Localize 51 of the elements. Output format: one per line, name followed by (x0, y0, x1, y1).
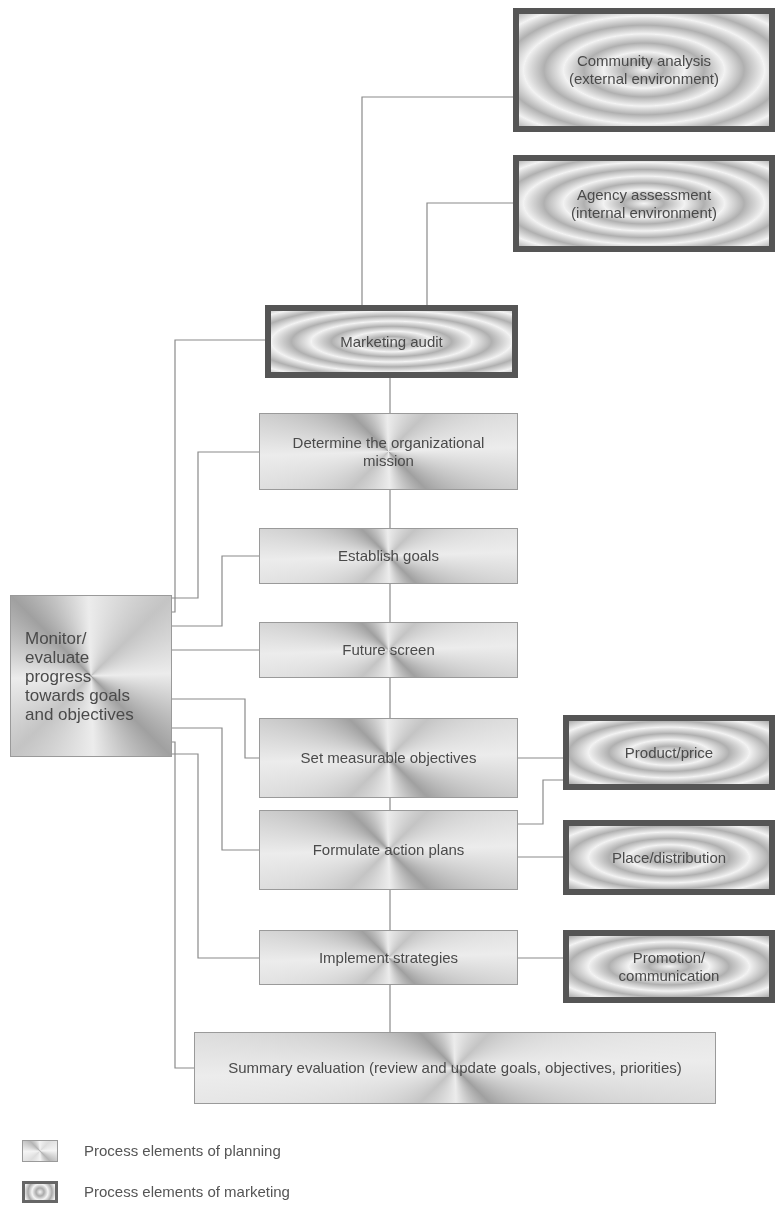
legend-label: Process elements of planning (84, 1141, 281, 1161)
box-label: Marketing audit (340, 332, 443, 351)
box-label: Product/price (624, 743, 714, 762)
box-label: Future screen (342, 641, 435, 659)
connector-line (517, 779, 564, 825)
process-box (259, 528, 518, 584)
process-box (563, 715, 775, 790)
connector-line (389, 889, 391, 931)
connector-line (389, 489, 391, 529)
process-box (513, 8, 775, 132)
box-label: Establish goals (338, 547, 439, 565)
process-box (259, 413, 518, 490)
process-box (513, 155, 775, 252)
connector-line (389, 677, 391, 719)
legend-label: Process elements of marketing (84, 1181, 290, 1202)
process-box (265, 305, 518, 378)
box-label: Place/distribution (611, 848, 727, 867)
connector-line (389, 797, 391, 811)
connector-line (171, 555, 260, 627)
connector-line (389, 377, 391, 414)
connector-line (171, 741, 195, 1069)
box-label: Formulate action plans (312, 841, 465, 859)
box-label: Determine the organizational mission (291, 433, 486, 470)
process-box (259, 718, 518, 798)
connector-line (517, 757, 564, 759)
process-box (259, 622, 518, 678)
box-label: Monitor/ evaluate progress towards goals and objectives (25, 628, 135, 724)
connector-line (389, 583, 391, 623)
connector-line (389, 984, 391, 1033)
box-label: Implement strategies (318, 948, 459, 967)
box-label: Summary evaluation (review and update goals, objectives, priorities) (228, 1059, 682, 1077)
connector-line (426, 202, 514, 306)
connector-line (171, 451, 260, 599)
connector-line (171, 339, 266, 613)
process-box (10, 595, 172, 757)
process-box (259, 930, 518, 985)
process-box (194, 1032, 716, 1104)
box-label: Promotion/ communication (617, 948, 721, 985)
process-box (563, 820, 775, 895)
box-label: Agency assessment (internal environment) (570, 185, 718, 222)
connector-line (517, 957, 564, 959)
box-label: Set measurable objectives (300, 749, 477, 767)
process-box (563, 930, 775, 1003)
connector-line (171, 753, 260, 959)
box-label: Community analysis (external environment) (567, 52, 721, 88)
connector-line (361, 96, 514, 306)
connector-line (171, 727, 260, 851)
connector-line (517, 856, 564, 858)
connector-line (171, 649, 260, 651)
connector-line (171, 698, 260, 759)
process-box (259, 810, 518, 890)
